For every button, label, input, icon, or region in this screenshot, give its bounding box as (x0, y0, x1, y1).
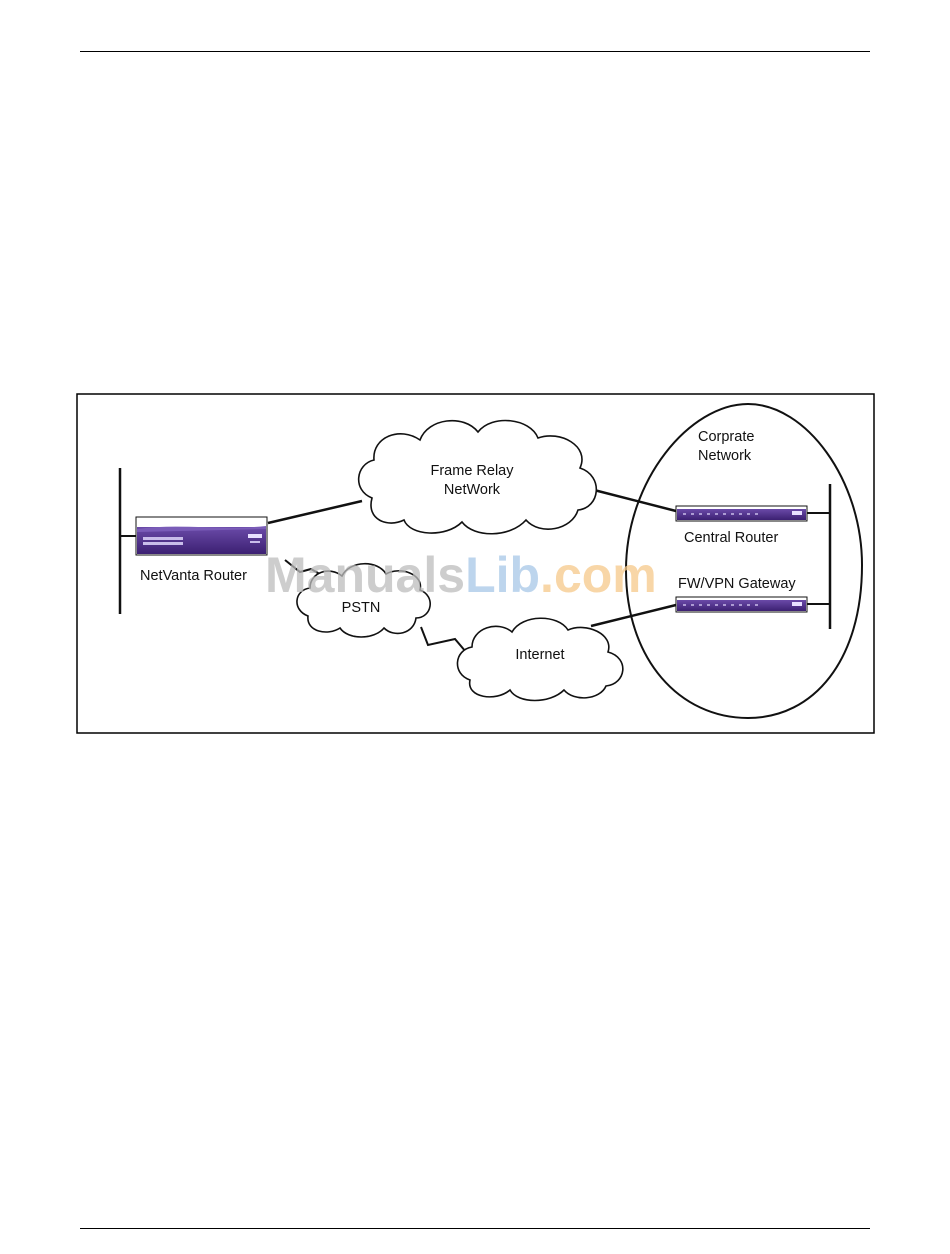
fw-vpn-gateway-device (676, 597, 807, 612)
link-framerelay-central (594, 490, 676, 511)
netvanta-router-device (136, 517, 267, 555)
watermark-part-manuals: Manuals (265, 547, 465, 603)
watermark-part-lib: Lib (465, 547, 540, 603)
watermark-part-com: .com (540, 547, 657, 603)
watermark: ManualsLib.com (265, 547, 657, 603)
internet-label: Internet (515, 647, 564, 663)
netvanta-router-label: NetVanta Router (140, 568, 247, 584)
frame-relay-label-line2: NetWork (444, 482, 501, 498)
corporate-network-label-line2: Network (698, 448, 752, 464)
link-pstn-internet (421, 627, 466, 652)
fw-vpn-gateway-label: FW/VPN Gateway (678, 576, 796, 592)
corporate-network-label-line1: Corprate (698, 429, 754, 445)
central-router-label: Central Router (684, 530, 778, 546)
frame-relay-label-line1: Frame Relay (431, 463, 515, 479)
link-netvanta-framerelay (268, 501, 362, 523)
central-router-device (676, 506, 807, 521)
